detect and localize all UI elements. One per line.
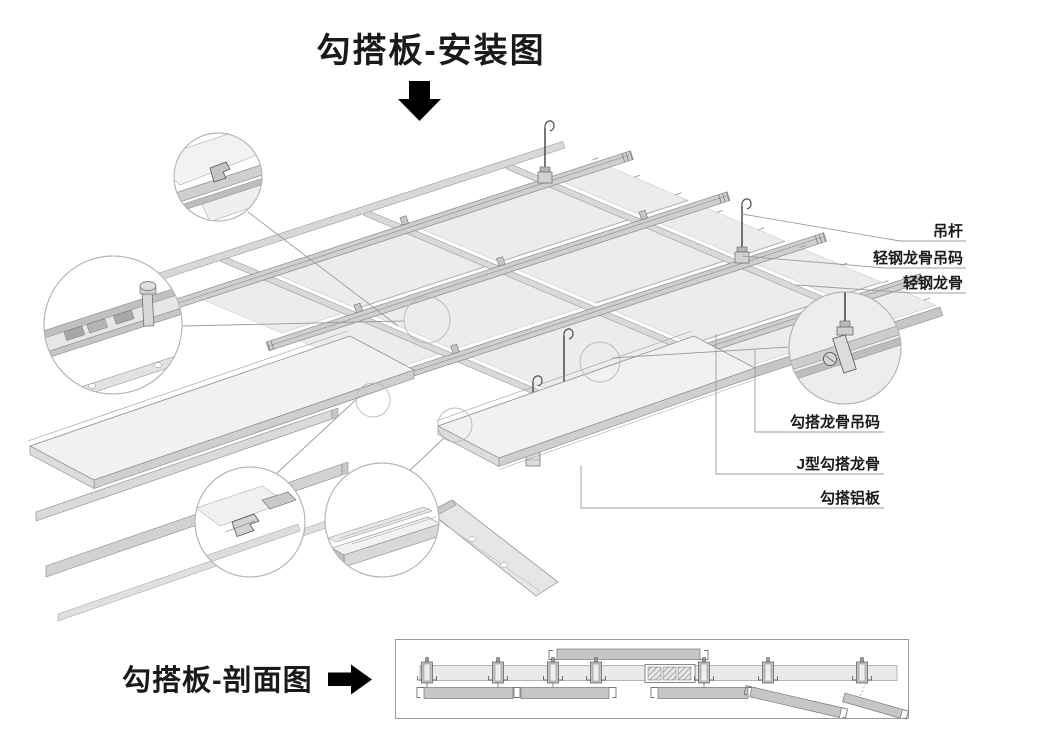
down-arrow-icon	[398, 81, 441, 121]
exploded-panel-left	[27, 330, 416, 489]
detail-marker-circle	[579, 341, 621, 383]
keel-end-hatching	[170, 150, 923, 352]
section-view-box	[395, 639, 909, 720]
section-bottom-panels	[416, 682, 909, 720]
detail-circle-hanging-clip	[788, 291, 902, 405]
section-top-panel	[548, 648, 709, 660]
keel-band	[265, 191, 731, 352]
detail-circle-panel-joint	[173, 132, 263, 222]
detail-circle-slotted-keel	[43, 255, 183, 395]
label-hanger-rod: 吊杆	[933, 222, 963, 240]
hanger-rod	[537, 120, 555, 184]
section-keel-cross-section	[644, 664, 696, 683]
section-tilted-panel	[743, 685, 849, 719]
detail-circle-j-keel	[324, 462, 440, 578]
detail-marker-circle	[403, 296, 451, 344]
exploded-panel-center	[435, 330, 756, 470]
detail-marker-circle	[437, 407, 473, 443]
detail-marker-circle	[355, 382, 391, 418]
loose-j-channel-piece	[429, 499, 559, 597]
label-steel-keel: 轻钢龙骨	[903, 274, 963, 292]
section-title: 勾搭板-剖面图	[122, 663, 313, 697]
section-tilted-panel	[842, 692, 909, 720]
label-hook-keel-clip: 勾搭龙骨吊码	[790, 413, 880, 431]
panel-edge-ticks	[592, 157, 930, 301]
label-leader-lines	[580, 213, 966, 509]
callout-leader-lines	[182, 211, 790, 477]
page-title: 勾搭板-安装图	[316, 32, 545, 70]
label-j-hook-keel: J型勾搭龙骨	[797, 455, 880, 473]
label-steel-keel-clip: 轻钢龙骨吊码	[873, 249, 963, 267]
right-arrow-icon	[328, 664, 372, 695]
label-hook-aluminum-panel: 勾搭铝板	[820, 489, 881, 507]
detail-circle-hook-seam	[194, 466, 306, 578]
